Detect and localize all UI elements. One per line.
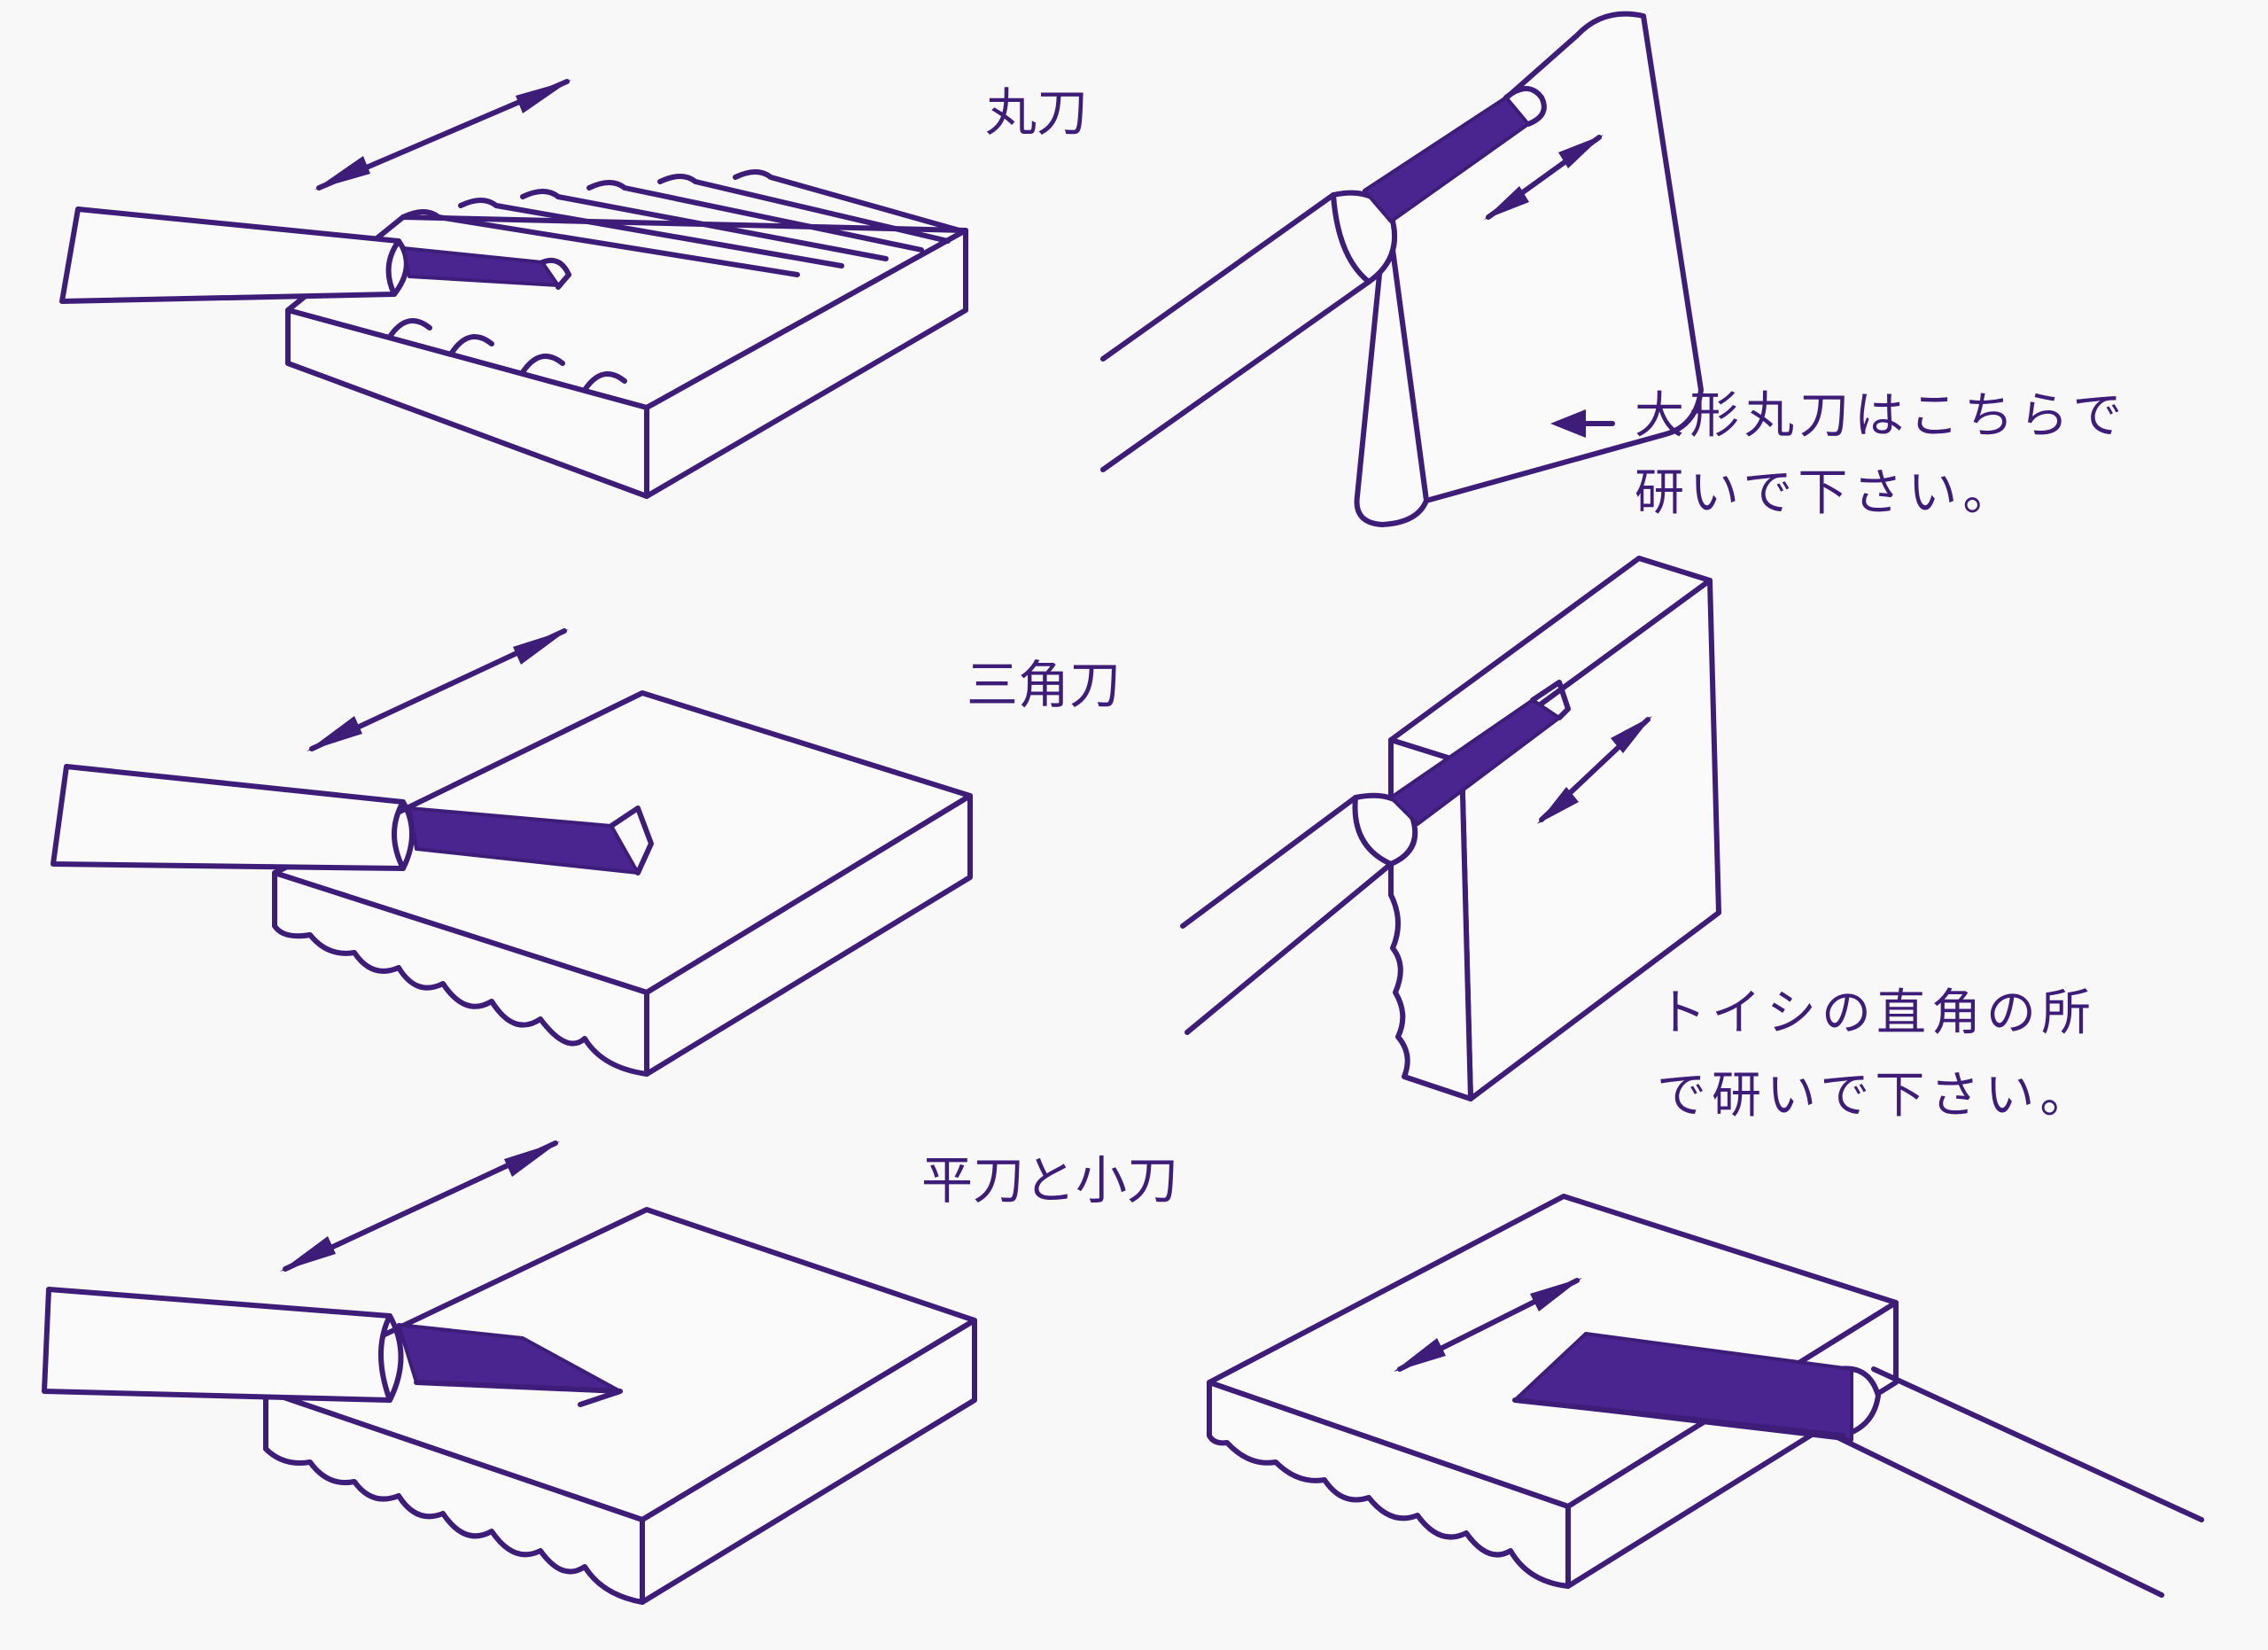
round-chisel-grooved-stone <box>59 79 968 499</box>
chisel-handle <box>59 206 401 304</box>
right-angle-note-line2: で研いで下さい。 <box>1657 1067 2094 1125</box>
double-arrow-icon <box>1537 716 1652 824</box>
knife-flat-stone <box>1207 1194 2204 1598</box>
round-chisel-label: 丸刀 <box>985 82 1088 143</box>
stone-side <box>644 228 968 499</box>
v-chisel-right-angle <box>1180 556 1721 1101</box>
large-round-note-line1: 大形丸刀はこちらで <box>1635 387 2127 445</box>
double-arrow-icon <box>307 628 569 751</box>
right-angle-note-line1: トイシの直角の所 <box>1657 985 2096 1042</box>
chisel-handle <box>42 1287 392 1403</box>
double-arrow-icon <box>280 1140 560 1272</box>
flat-chisel-label: 平刀と小刀 <box>921 1150 1178 1210</box>
double-arrow-icon <box>1484 135 1604 220</box>
slipstone-edge <box>1354 201 1429 527</box>
stone-front <box>272 870 649 1077</box>
double-arrow-icon <box>1394 1278 1582 1372</box>
stone-front <box>1207 1380 1571 1589</box>
stone-grooves <box>387 169 968 393</box>
chisel-handle <box>50 764 406 871</box>
v-chisel-label: 三角刀 <box>967 655 1121 715</box>
double-arrow-icon <box>315 79 571 191</box>
flat-chisel-flat-stone <box>42 1140 977 1605</box>
pointer-arrow-icon <box>1550 409 1615 438</box>
stone-side <box>644 793 973 1077</box>
stone-side <box>640 1318 977 1605</box>
large-round-note-line2: 研いで下さい。 <box>1635 464 2017 522</box>
large-round-chisel-slipstone <box>1100 11 1704 527</box>
v-chisel-flat-stone <box>50 628 973 1077</box>
stone-front <box>263 1389 645 1605</box>
